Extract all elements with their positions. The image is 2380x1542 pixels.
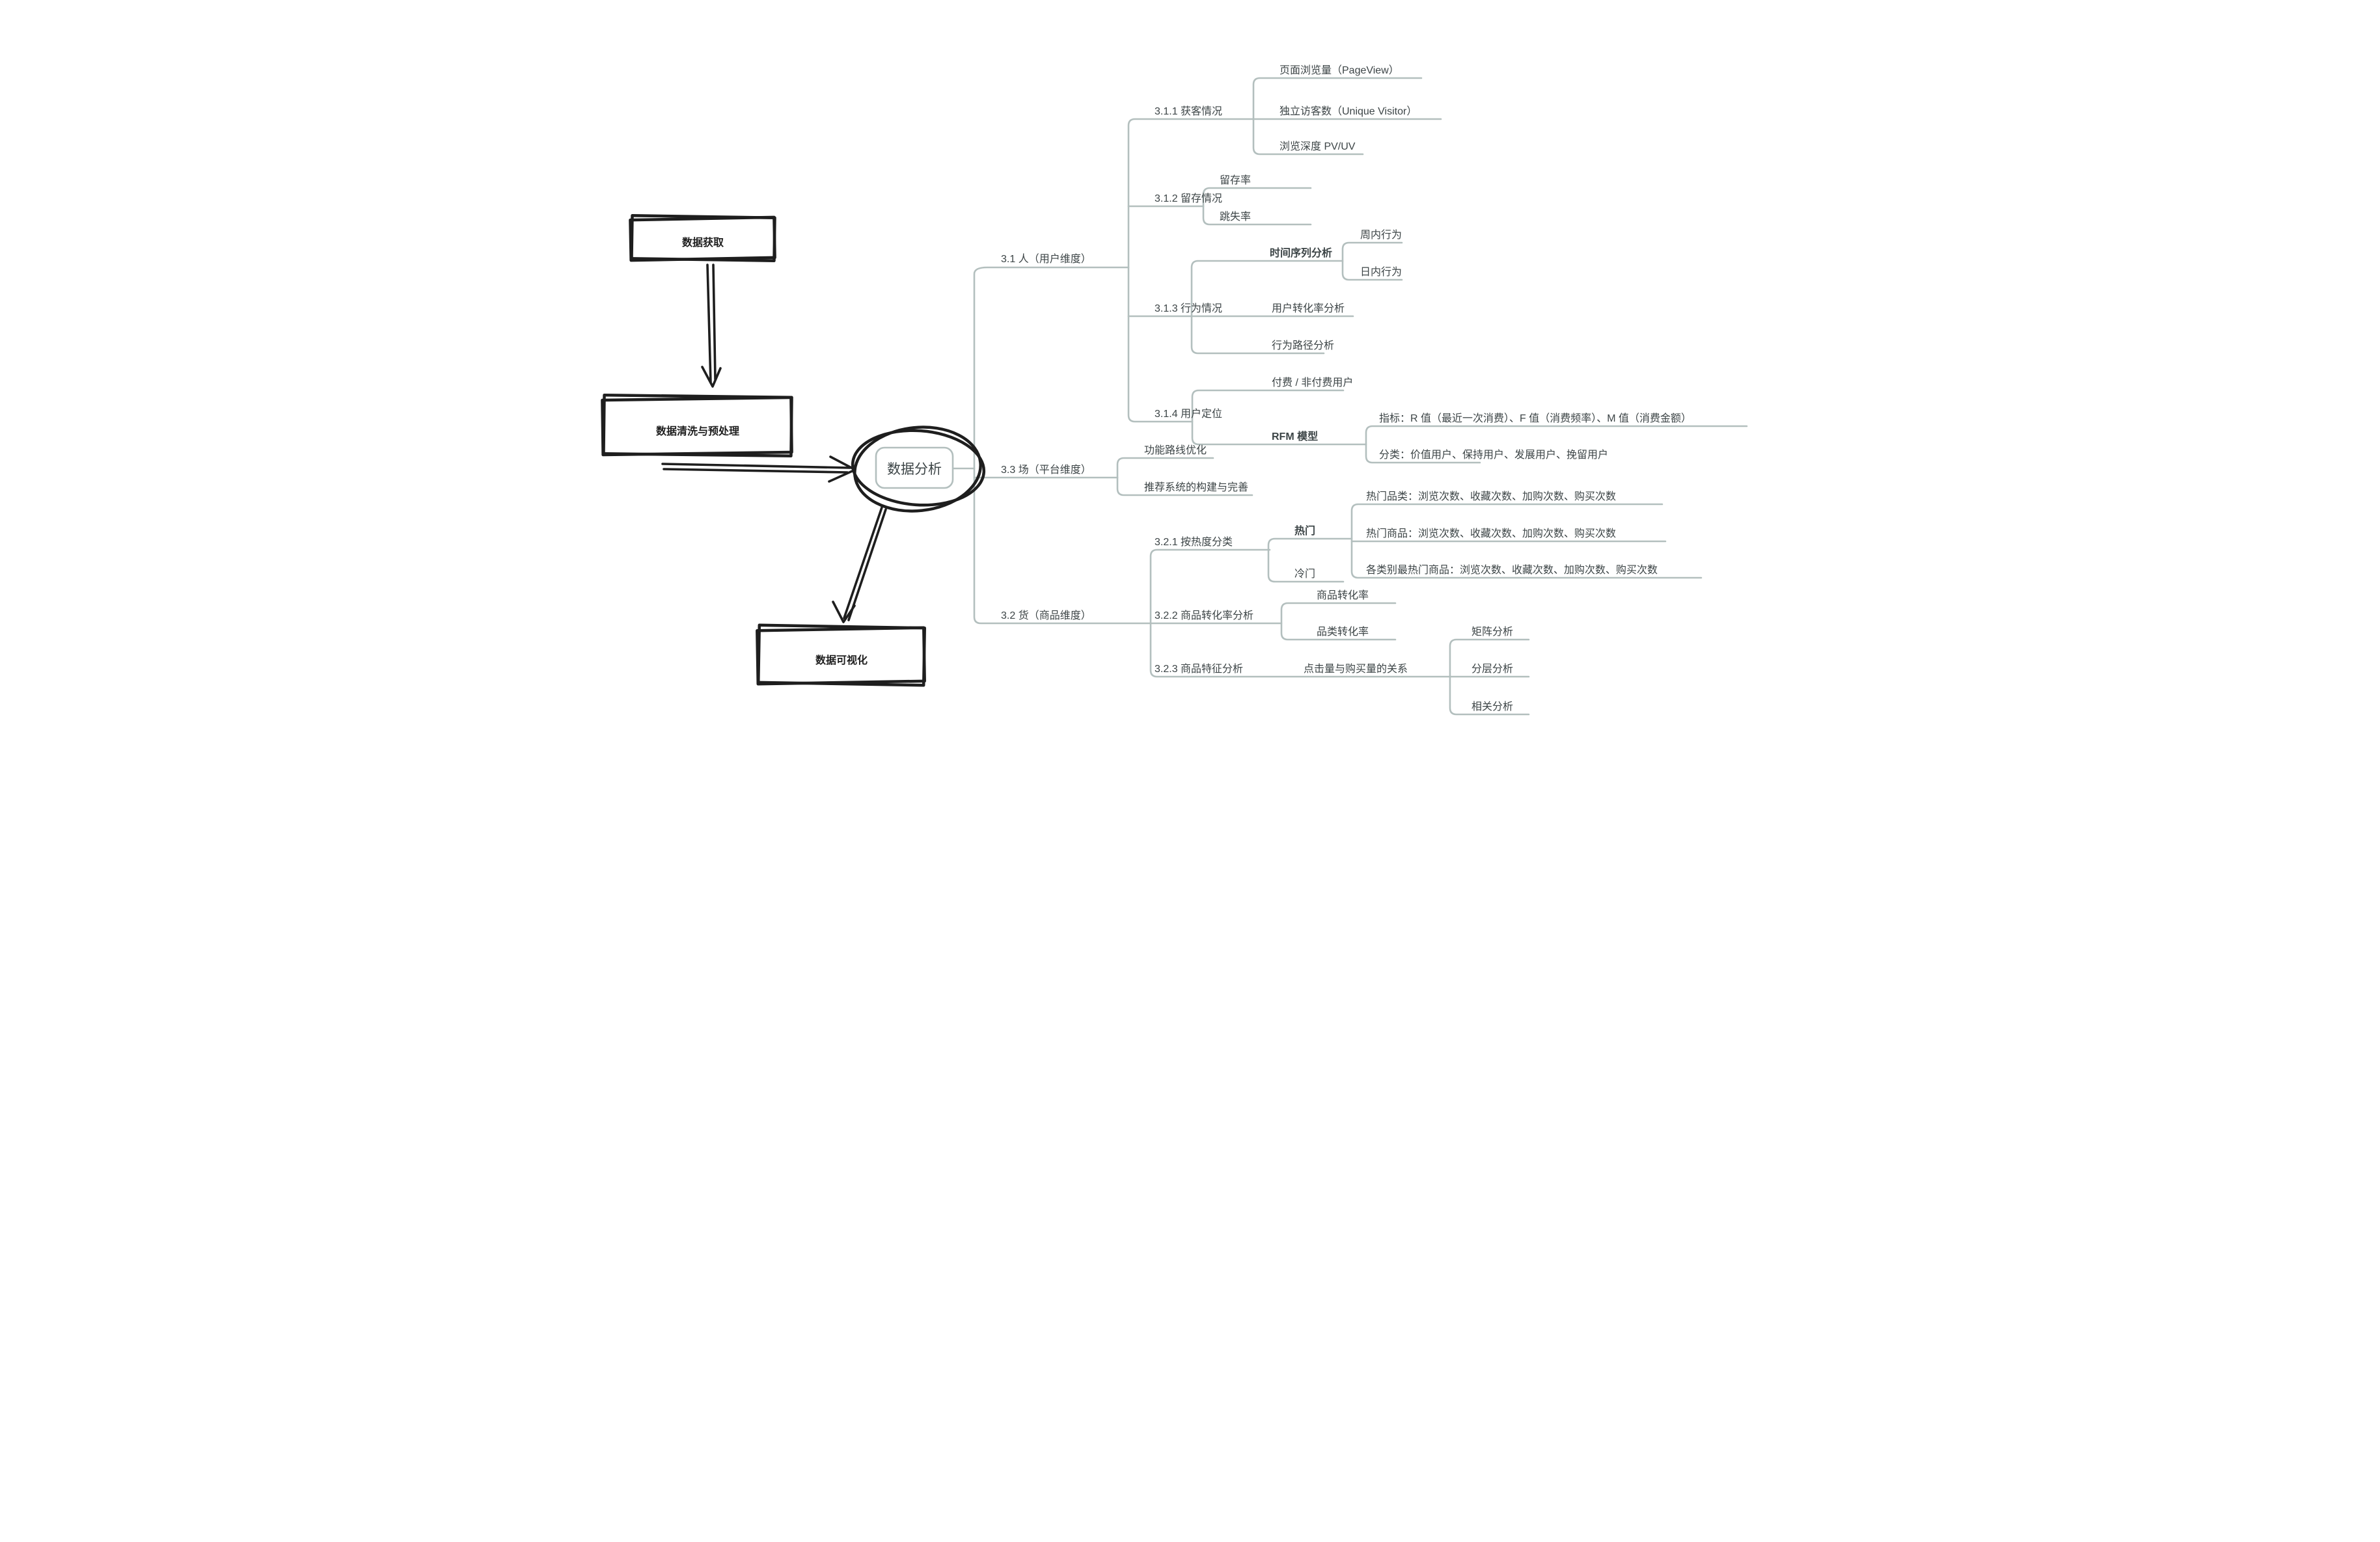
root-node-box[interactable] xyxy=(875,446,954,489)
node-pageview[interactable]: 页面浏览量（PageView） xyxy=(1279,64,1399,76)
node-category-conversion[interactable]: 品类转化率 xyxy=(1317,626,1369,638)
node-rfm-classify[interactable]: 分类：价值用户、保持用户、发展用户、挽留用户 xyxy=(1379,449,1608,461)
arrow-down-icon xyxy=(701,264,722,388)
sketch-annotations xyxy=(601,214,986,687)
node-top-by-category[interactable]: 各类别最热门商品：浏览次数、收藏次数、加购次数、购买次数 xyxy=(1366,564,1658,576)
node-user-conversion[interactable]: 用户转化率分析 xyxy=(1272,303,1345,314)
node-unique-visitor[interactable]: 独立访客数（Unique Visitor） xyxy=(1279,105,1417,117)
node-layer-analysis[interactable]: 分层分析 xyxy=(1471,663,1513,675)
node-product-conversion[interactable]: 商品转化率 xyxy=(1317,589,1369,601)
node-hot-product[interactable]: 热门商品：浏览次数、收藏次数、加购次数、购买次数 xyxy=(1366,528,1616,539)
node-goods-feature[interactable]: 3.2.3 商品特征分析 xyxy=(1155,663,1243,675)
flow-clean-label: 数据清洗与预处理 xyxy=(656,425,739,437)
clean-box-sketch xyxy=(601,393,793,458)
node-bounce-rate[interactable]: 跳失率 xyxy=(1220,211,1251,223)
node-click-buy-relation[interactable]: 点击量与购买量的关系 xyxy=(1304,663,1408,675)
node-feature-route[interactable]: 功能路线优化 xyxy=(1144,444,1207,456)
node-rfm-model[interactable]: RFM 模型 xyxy=(1272,430,1318,442)
analyze-circle-sketch xyxy=(851,426,986,513)
node-platform-dimension[interactable]: 3.3 场（平台维度） xyxy=(1001,464,1091,476)
branch-connectors xyxy=(951,77,1748,716)
node-hot-category[interactable]: 热门品类：浏览次数、收藏次数、加购次数、购买次数 xyxy=(1366,491,1616,502)
node-timeseries[interactable]: 时间序列分析 xyxy=(1270,247,1332,259)
root-node-label[interactable]: 数据分析 xyxy=(887,462,942,477)
node-retention-rate[interactable]: 留存率 xyxy=(1220,174,1251,186)
acquire-box-sketch xyxy=(629,214,776,262)
node-behavior-path[interactable]: 行为路径分析 xyxy=(1272,340,1334,351)
node-recommend-system[interactable]: 推荐系统的构建与完善 xyxy=(1144,481,1248,493)
arrow-down-left-icon xyxy=(832,506,887,623)
flow-acquire-label: 数据获取 xyxy=(682,236,724,249)
node-acquisition[interactable]: 3.1.1 获客情况 xyxy=(1155,105,1222,117)
node-matrix-analysis[interactable]: 矩阵分析 xyxy=(1471,626,1513,638)
node-hot[interactable]: 热门 xyxy=(1294,524,1315,537)
node-user-dimension[interactable]: 3.1 人（用户维度） xyxy=(1001,253,1091,265)
node-retention[interactable]: 3.1.2 留存情况 xyxy=(1155,193,1222,204)
node-correlation-analysis[interactable]: 相关分析 xyxy=(1471,701,1513,712)
node-goods-conversion[interactable]: 3.2.2 商品转化率分析 xyxy=(1155,610,1253,621)
node-goods-dimension[interactable]: 3.2 货（商品维度） xyxy=(1001,610,1091,621)
node-weekly-behavior[interactable]: 周内行为 xyxy=(1360,229,1402,241)
arrow-right-icon xyxy=(661,455,856,483)
node-rfm-metrics[interactable]: 指标：R 值（最近一次消费）、F 值（消费频率）、M 值（消费金额） xyxy=(1379,413,1691,424)
mindmap-canvas: 数据获取 数据清洗与预处理 数据分析 数据可视化 3.1 人（用户维度） 3.1… xyxy=(595,0,1785,771)
node-daily-behavior[interactable]: 日内行为 xyxy=(1360,266,1402,278)
node-behavior[interactable]: 3.1.3 行为情况 xyxy=(1155,303,1222,314)
node-cold[interactable]: 冷门 xyxy=(1294,568,1315,580)
node-heat-classify[interactable]: 3.2.1 按热度分类 xyxy=(1155,536,1233,548)
visualize-box-sketch xyxy=(756,623,926,687)
node-paid-users[interactable]: 付费 / 非付费用户 xyxy=(1272,377,1353,388)
mindmap-labels: 3.1 人（用户维度） 3.1.1 获客情况 页面浏览量（PageView） 独… xyxy=(1001,64,1691,712)
flow-visualize-label: 数据可视化 xyxy=(815,654,868,666)
node-positioning[interactable]: 3.1.4 用户定位 xyxy=(1155,408,1222,420)
node-browse-depth[interactable]: 浏览深度 PV/UV xyxy=(1279,141,1356,152)
